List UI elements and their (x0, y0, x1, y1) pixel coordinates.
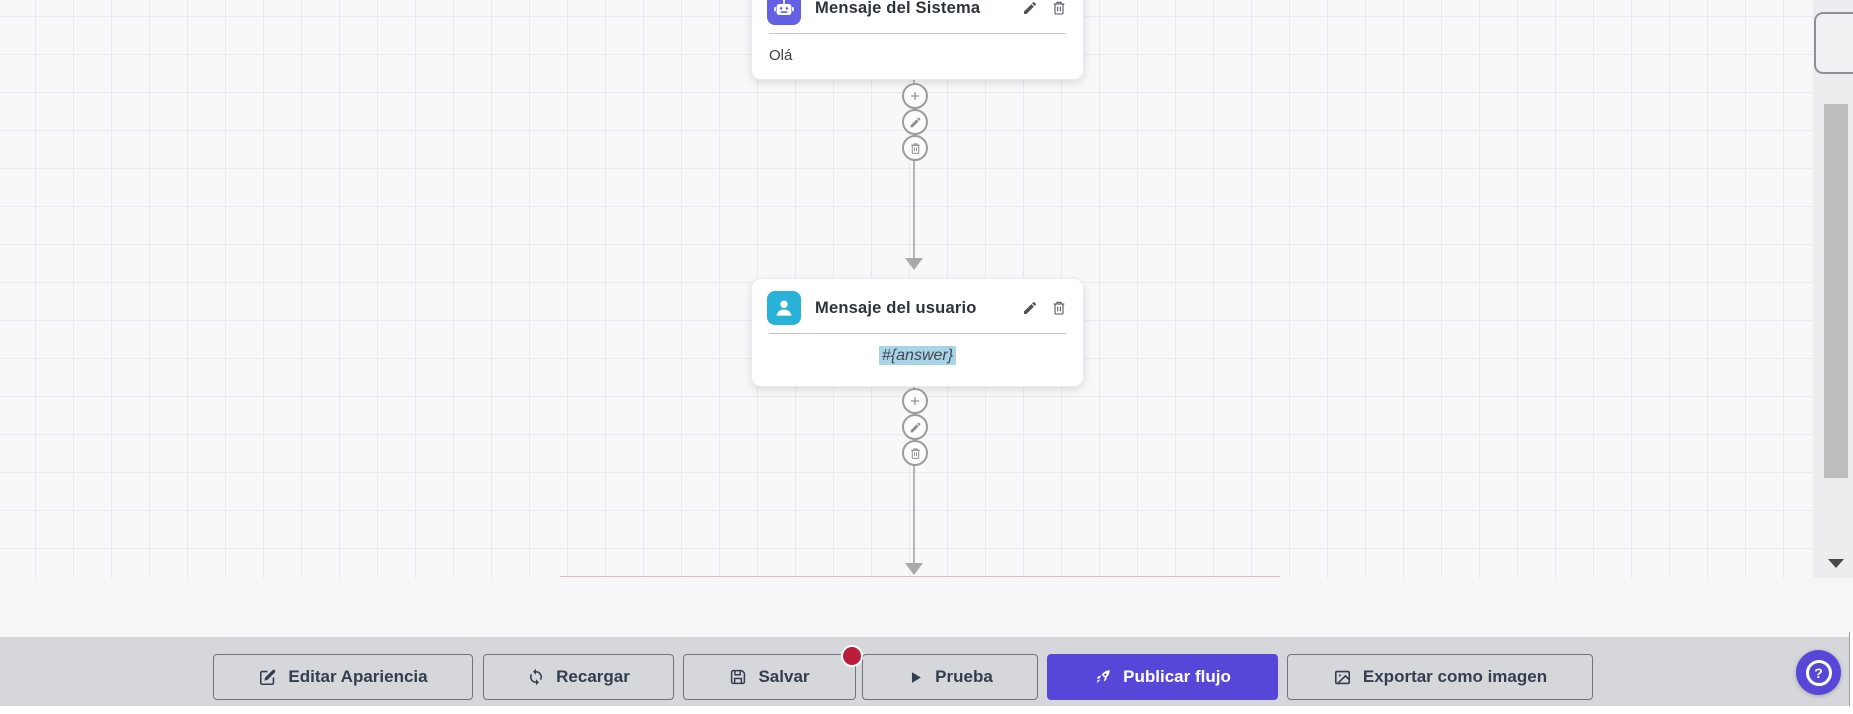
flow-canvas[interactable]: Mensaje del Sistema Olá (0, 0, 1813, 578)
rocket-icon (1094, 668, 1112, 686)
question-icon: ? (1805, 659, 1832, 686)
node-user-message[interactable]: Mensaje del usuario #{answer} (751, 278, 1084, 387)
edit-node-icon[interactable] (1022, 300, 1038, 316)
divider (769, 333, 1066, 334)
connector-line (913, 385, 915, 563)
reload-label: Recargar (556, 667, 630, 686)
page-boundary-line (560, 576, 1280, 577)
user-icon (767, 291, 801, 325)
unsaved-changes-badge (841, 645, 863, 667)
help-button[interactable]: ? (1796, 650, 1841, 695)
publish-flow-label: Publicar flujo (1123, 667, 1231, 686)
edit-step-button[interactable] (902, 414, 928, 440)
save-icon (729, 668, 747, 686)
divider (769, 33, 1066, 34)
edit-square-icon (258, 668, 277, 687)
bot-icon (767, 0, 801, 25)
delete-node-icon[interactable] (1051, 0, 1067, 16)
export-image-button[interactable]: Exportar como imagen (1287, 654, 1593, 700)
save-button[interactable]: Salvar (683, 654, 856, 700)
answer-variable-chip[interactable]: #{answer} (878, 346, 957, 365)
export-image-label: Exportar como imagen (1362, 667, 1548, 686)
node-actions (1022, 0, 1067, 16)
edit-step-button[interactable] (902, 109, 928, 135)
publish-flow-button[interactable]: Publicar flujo (1047, 654, 1278, 700)
canvas-footer-strip (0, 578, 1853, 637)
connector-line (913, 78, 915, 258)
page-bottom-strip (0, 706, 1853, 714)
node-system-message[interactable]: Mensaje del Sistema Olá (751, 0, 1084, 80)
bottom-toolbar (0, 637, 1853, 706)
question-glyph: ? (1814, 664, 1823, 681)
refresh-icon (527, 668, 545, 686)
node-title: Mensaje del usuario (815, 298, 977, 317)
test-button[interactable]: Prueba (862, 654, 1038, 700)
node-content[interactable]: Olá (769, 47, 793, 64)
edit-node-icon[interactable] (1022, 0, 1038, 16)
delete-step-button[interactable] (902, 135, 928, 161)
edit-appearance-label: Editar Apariencia (288, 667, 428, 686)
node-content[interactable]: #{answer} (752, 334, 1083, 378)
node-header: Mensaje del usuario (752, 279, 1083, 333)
scrollbar-down-arrow-icon[interactable] (1828, 559, 1844, 568)
reload-button[interactable]: Recargar (483, 654, 674, 700)
image-icon (1333, 668, 1352, 687)
outer-scrollbar-edge (1849, 632, 1853, 706)
node-title: Mensaje del Sistema (815, 0, 981, 17)
save-label: Salvar (758, 667, 810, 686)
delete-node-icon[interactable] (1051, 300, 1067, 316)
delete-step-button[interactable] (902, 440, 928, 466)
add-step-button[interactable] (902, 388, 928, 414)
node-header: Mensaje del Sistema (752, 0, 1083, 33)
edit-appearance-button[interactable]: Editar Apariencia (213, 654, 473, 700)
add-step-button[interactable] (902, 83, 928, 109)
zoom-control-panel[interactable] (1814, 12, 1853, 74)
node-actions (1022, 300, 1067, 316)
play-icon (907, 669, 924, 686)
test-label: Prueba (935, 667, 993, 686)
vertical-scrollbar-thumb[interactable] (1824, 104, 1848, 478)
connector-arrow-icon (905, 258, 923, 270)
connector-arrow-icon (905, 563, 923, 575)
